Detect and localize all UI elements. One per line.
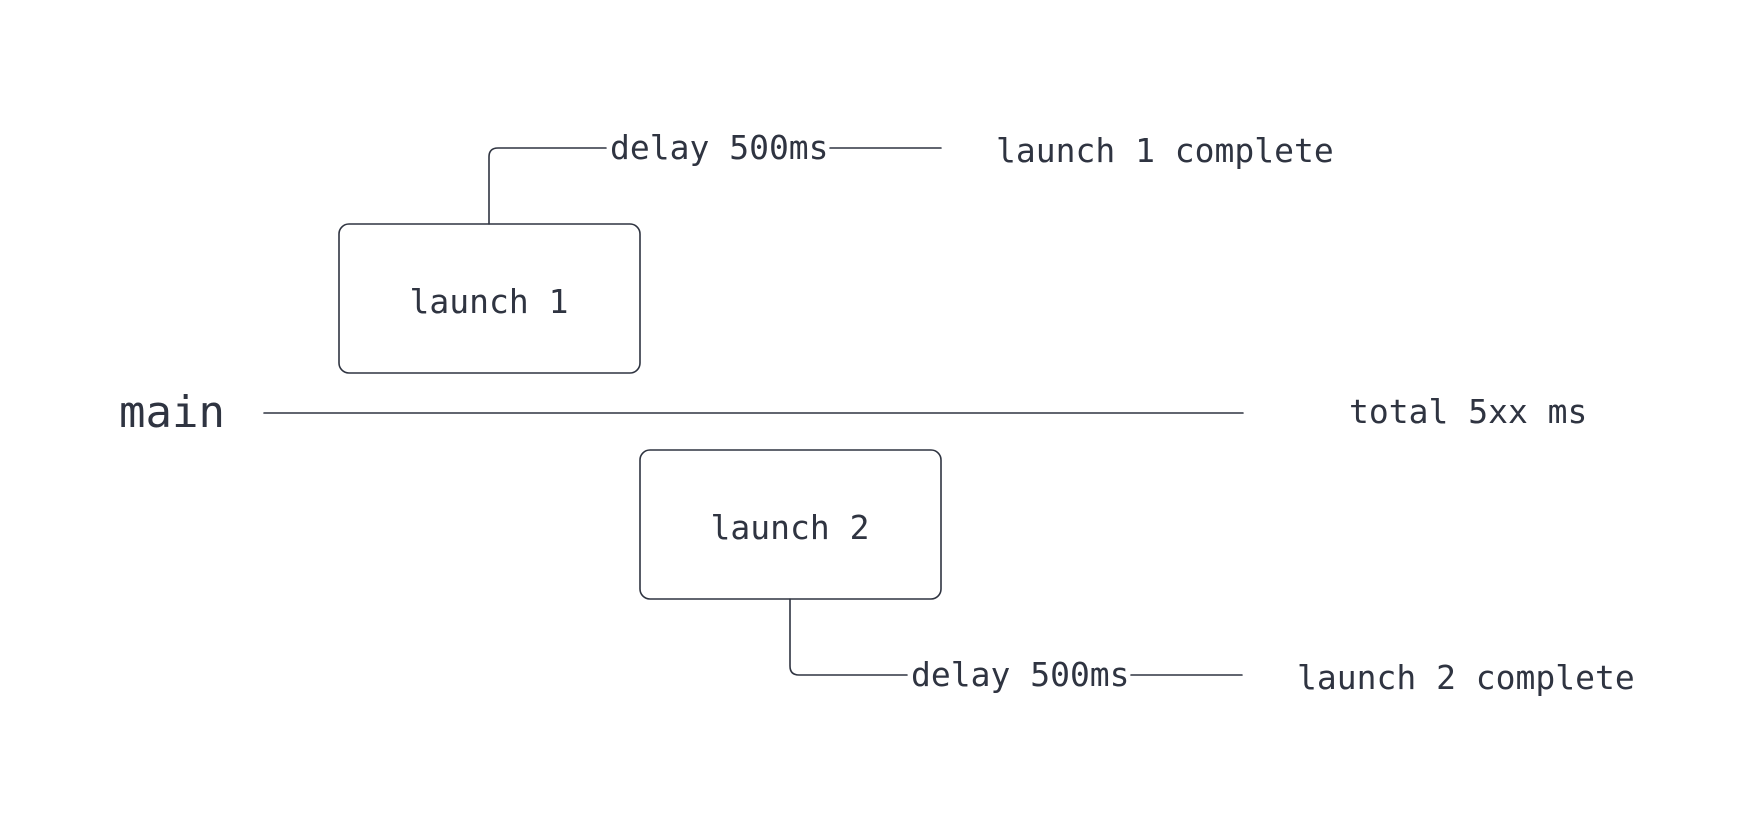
launch-1-delay-label: delay 500ms xyxy=(610,128,829,167)
launch-2-label: launch 2 xyxy=(711,508,870,547)
main-label: main xyxy=(119,387,225,438)
launch-2-group: launch 2 delay 500ms launch 2 complete xyxy=(639,449,1635,697)
launch-1-group: launch 1 delay 500ms launch 1 complete xyxy=(338,128,1334,374)
launch-2-complete-label: launch 2 complete xyxy=(1297,658,1635,697)
launch-1-connector xyxy=(488,147,607,225)
launch-2-connector xyxy=(789,598,908,676)
launch-1-label: launch 1 xyxy=(410,282,569,321)
total-time-label: total 5xx ms xyxy=(1349,392,1587,431)
launch-2-delay-label: delay 500ms xyxy=(911,655,1130,694)
launch-1-complete-label: launch 1 complete xyxy=(996,131,1334,170)
